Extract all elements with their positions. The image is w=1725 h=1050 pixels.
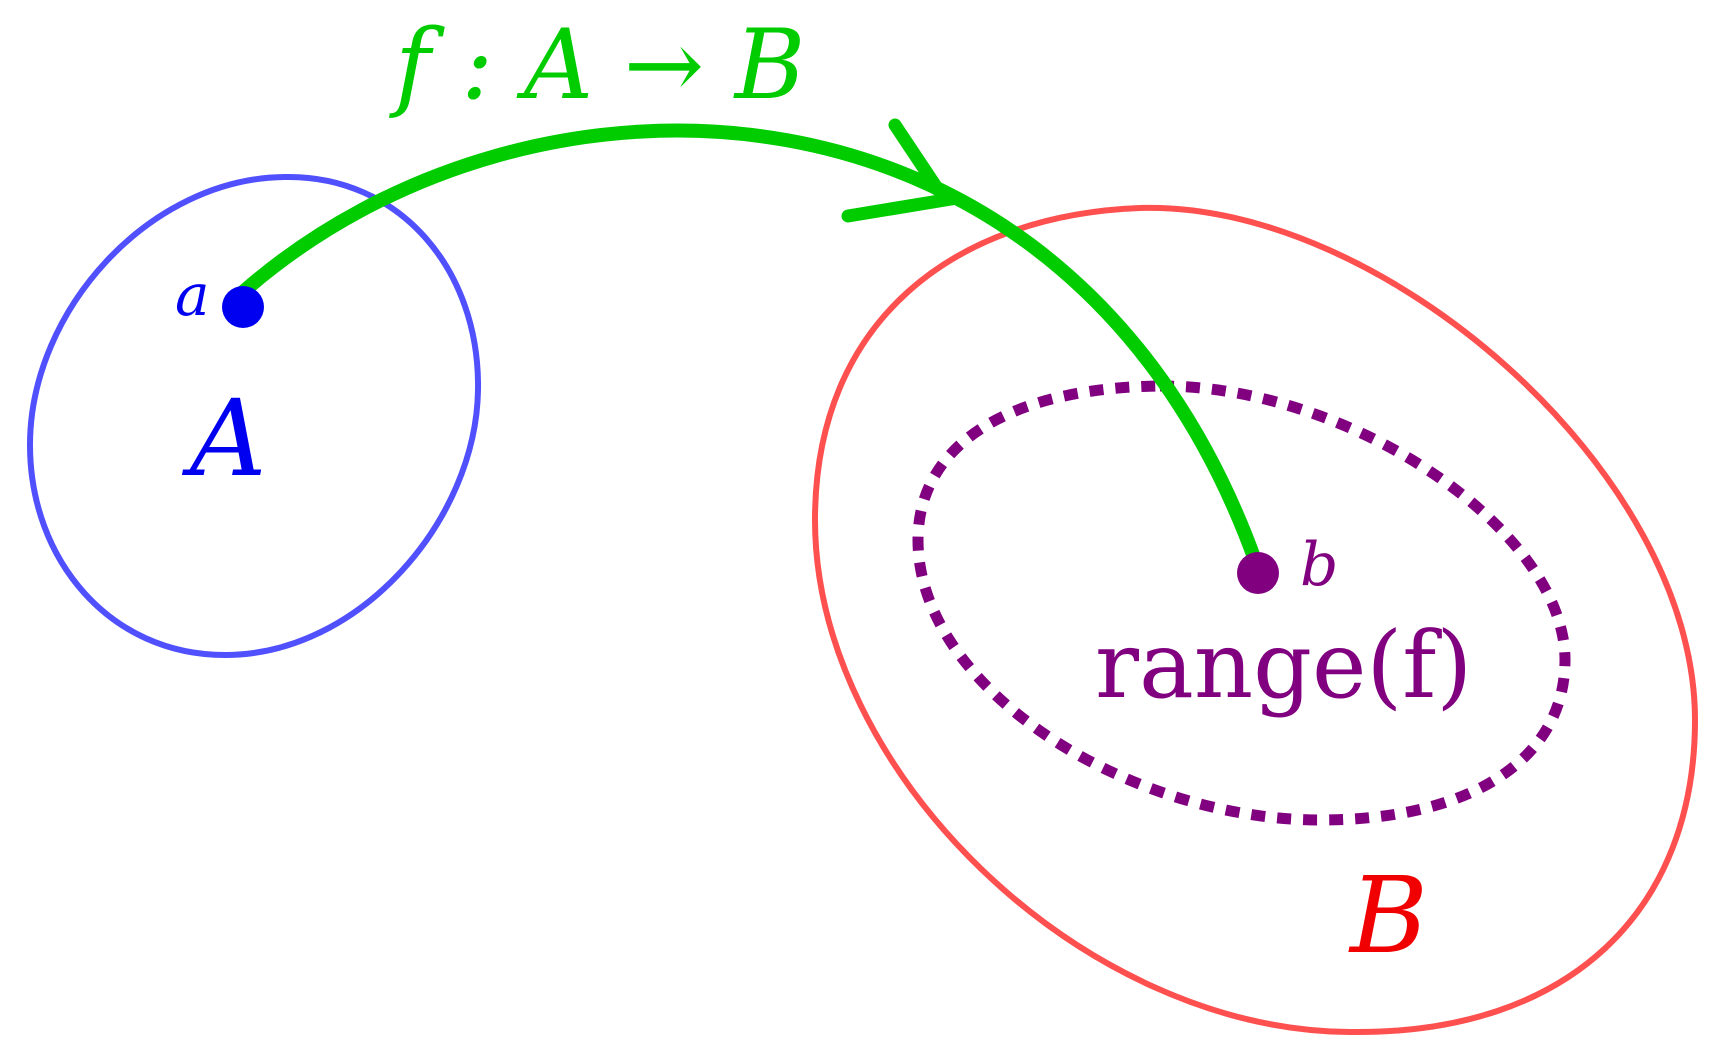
mapping-arrow-curve [236,123,1262,567]
set-b-boundary [811,204,1699,1036]
set-a-boundary [26,173,482,659]
mapping-arrowhead [841,118,956,223]
set-b-label: B [1348,854,1428,977]
element-b-label: b [1300,530,1338,600]
mapping-label: f : A → B [389,9,805,121]
range-boundary [912,380,1571,826]
element-a-label: a [175,261,210,329]
set-a-label: A [181,377,267,500]
element-a-point [222,286,264,328]
element-b-point [1237,552,1279,594]
range-label: range(f) [1095,612,1472,719]
